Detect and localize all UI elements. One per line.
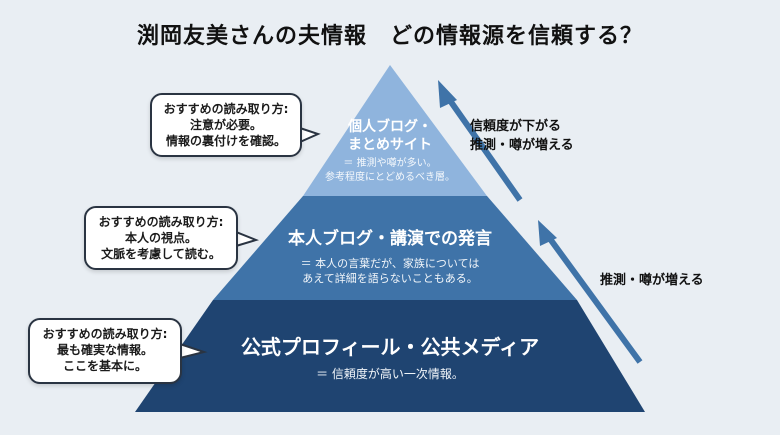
bubble-bottom-line-1: 最も確実な情報。 xyxy=(56,343,153,358)
bubble-bottom-label: おすすめの読み取り方: xyxy=(42,327,168,341)
bubble-middle-label: おすすめの読み取り方: xyxy=(98,215,224,229)
advice-bubble-bottom: おすすめの読み取り方: 最も確実な情報。 ここを基本に。 xyxy=(28,318,182,384)
tier-top-desc-1: ＝ 推測や噂が多い。 xyxy=(343,158,437,169)
page-title: 渕岡友美さんの夫情報 どの情報源を信頼する？ xyxy=(136,24,643,49)
bubble-middle-line-1: 本人の視点。 xyxy=(124,231,197,246)
tier-middle-desc-1: ＝ 本人の言葉だが、家族については xyxy=(300,257,480,270)
annotation-upper: 信頼度が下がる 推測・噂が増える xyxy=(470,118,574,156)
tier-bottom-heading: 公式プロフィール・公共メディア xyxy=(240,335,540,359)
tier-top-heading-1: 個人ブログ・ xyxy=(348,119,432,135)
tier-top-text: 個人ブログ・ まとめサイト ＝ 推測や噂が多い。 参考程度にとどめるべき層。 xyxy=(300,118,480,185)
tier-top-heading-2: まとめサイト xyxy=(348,137,432,153)
pyramid-tier-middle xyxy=(213,196,577,300)
upward-arrow-lower xyxy=(538,220,643,364)
bubble-top-line-2: 情報の裏付けを確認。 xyxy=(165,134,286,149)
tier-middle-desc-2: あえて詳細を語らないこともある。 xyxy=(302,272,478,285)
annotation-lower: 推測・噂が増える xyxy=(600,273,704,288)
bubble-middle-line-2: 文脈を考慮して読む。 xyxy=(101,247,221,262)
bubble-bottom-line-2: ここを基本に。 xyxy=(62,359,147,374)
tier-middle-heading: 本人ブログ・講演での発言 xyxy=(288,229,492,249)
pyramid-tier-bottom xyxy=(135,300,645,412)
advice-bubble-top: おすすめの読み取り方: 注意が必要。 情報の裏付けを確認。 xyxy=(150,93,302,157)
pyramid-tier-top xyxy=(303,65,487,196)
bubble-top-line-1: 注意が必要。 xyxy=(189,118,262,133)
bubble-top-label: おすすめの読み取り方: xyxy=(163,102,289,116)
annotation-upper-line-1: 信頼度が下がる xyxy=(470,119,562,134)
tier-middle-text: 本人ブログ・講演での発言 ＝ 本人の言葉だが、家族については あえて詳細を語らな… xyxy=(240,228,540,286)
advice-bubble-middle: おすすめの読み取り方: 本人の視点。 文脈を考慮して読む。 xyxy=(84,206,238,270)
upward-arrow-upper xyxy=(438,80,523,202)
tier-bottom-desc-1: ＝ 信頼度が高い一次情報。 xyxy=(316,367,464,381)
tier-top-desc-2: 参考程度にとどめるべき層。 xyxy=(325,172,455,183)
annotation-upper-line-2: 推測・噂が増える xyxy=(470,137,574,153)
tier-bottom-text: 公式プロフィール・公共メディア ＝ 信頼度が高い一次情報。 xyxy=(200,334,580,382)
